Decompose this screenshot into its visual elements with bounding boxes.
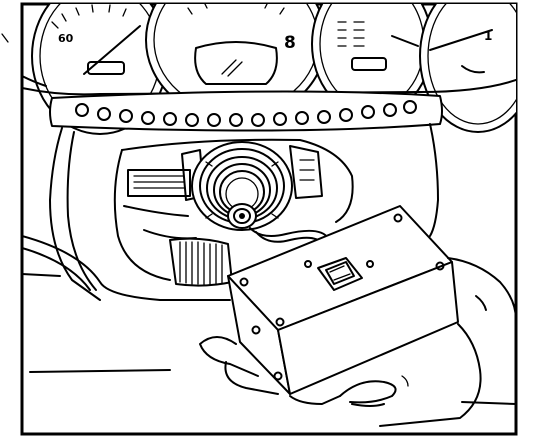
indicator-lights [75, 100, 417, 127]
gauge-center-label: 8 [284, 33, 296, 53]
gauge-far-right: 1 [419, 4, 516, 133]
steering-column [191, 141, 293, 231]
gauge-far-right-label: 1 [484, 29, 492, 43]
hand [199, 257, 516, 427]
floor-line [29, 369, 171, 373]
diagnostic-tester-box [227, 205, 459, 395]
gauge-left-label: 60 [58, 32, 74, 45]
column-opening [121, 138, 354, 223]
dash-top-trim [22, 79, 516, 96]
leader-mark [1, 33, 9, 43]
